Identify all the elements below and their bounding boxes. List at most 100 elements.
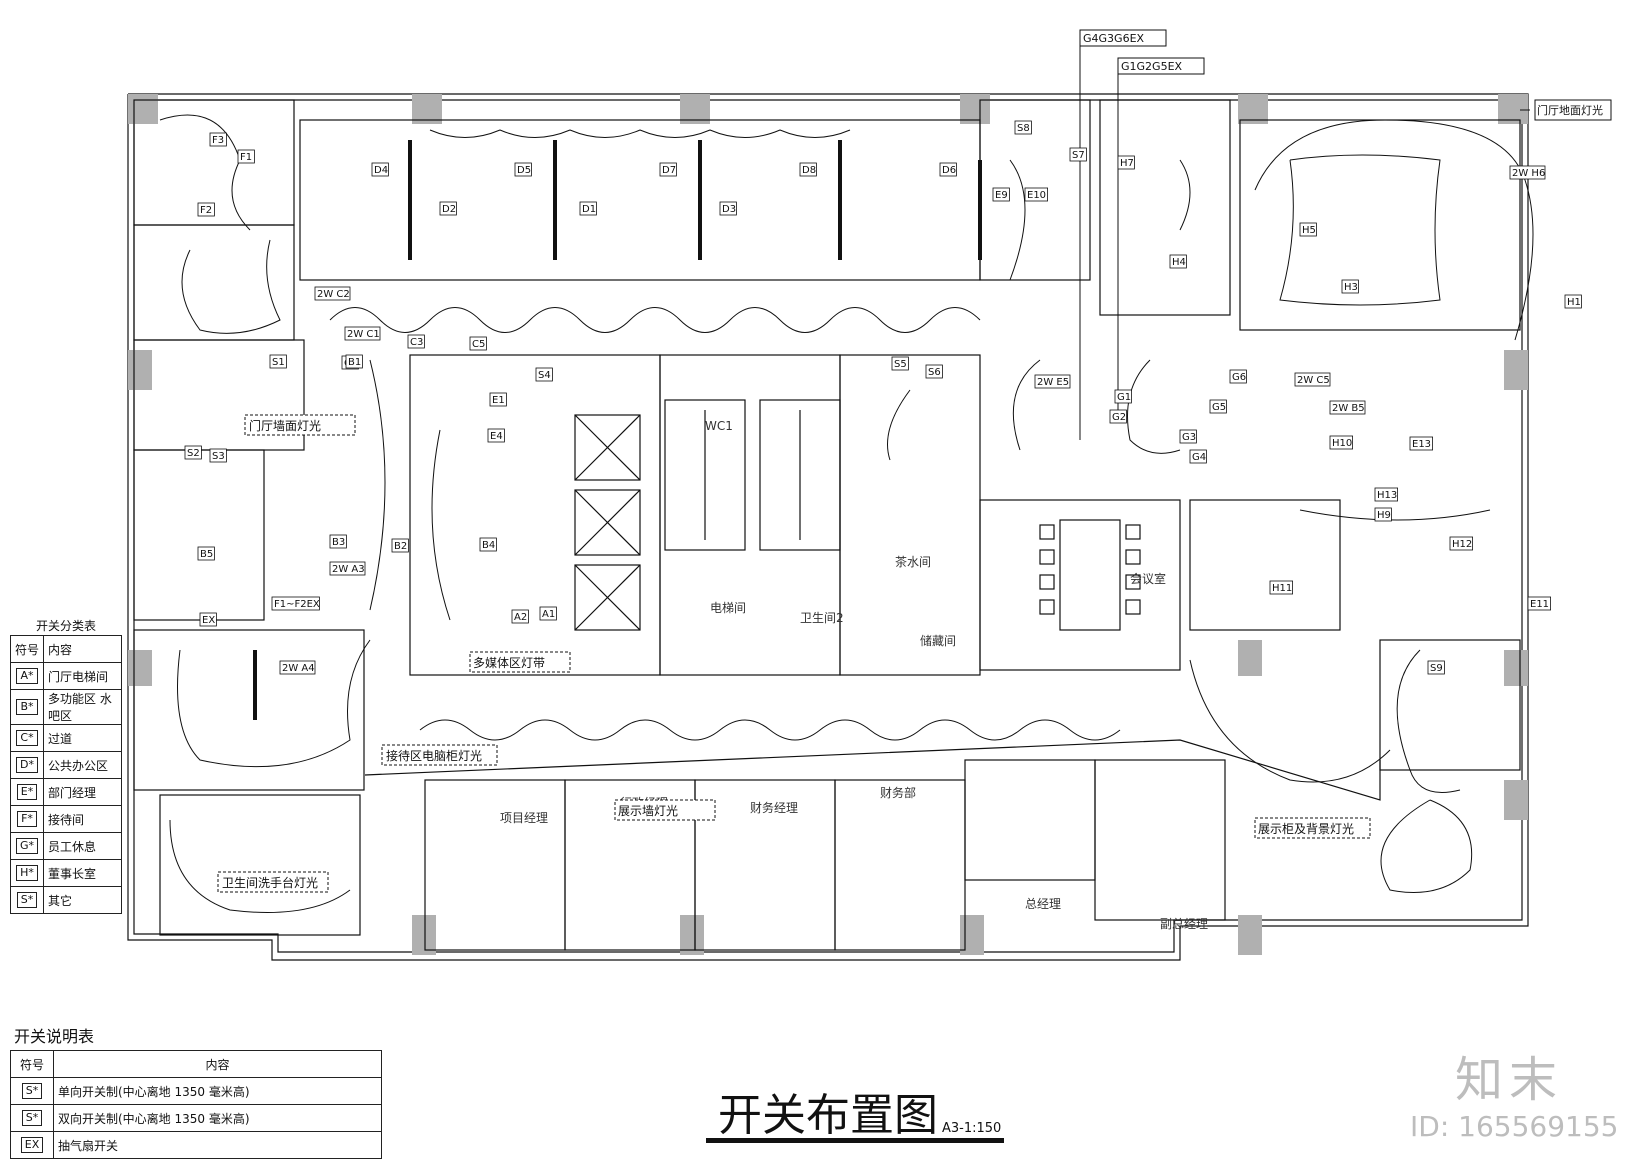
fixture-tag-label: S4: [538, 370, 551, 381]
fixture-tag-box: [1209, 399, 1227, 414]
legend-groups-row: G*员工休息: [9, 832, 122, 860]
legend-groups-symbol-cell: S*: [9, 886, 45, 914]
fixture-tag-box: [1189, 449, 1207, 464]
drawing-scale: A3-1:150: [942, 1121, 1001, 1136]
fixture-tag-box: [1069, 147, 1087, 162]
fixture-tag-box: [1449, 536, 1474, 551]
fixture-tag-label: F3: [212, 135, 224, 146]
fixture-tag-label: C3: [410, 337, 423, 348]
fixture-tag-box: [1169, 254, 1187, 269]
fixture-tag-box: [1014, 120, 1032, 135]
fixture-tag-label: F2: [200, 205, 212, 216]
legend-groups-col-symbol: 符号: [9, 635, 45, 663]
wiring: [159, 114, 1534, 913]
legend-groups-row: C*过道: [9, 724, 122, 752]
fixture-tag-label: G4: [1192, 452, 1206, 463]
fixture-tag-box: [1427, 660, 1445, 675]
fixture-tag-label: D1: [582, 204, 596, 215]
fixture-tag-box: [1374, 487, 1399, 502]
legend-groups-row: D*公共办公区: [9, 751, 122, 779]
room-wc2: 卫生间2: [800, 611, 844, 625]
fixture-tag-box: [1109, 409, 1127, 424]
room-office4: 财务部: [880, 785, 916, 800]
fixture-tag-label: D5: [517, 165, 531, 176]
columns: [128, 94, 1528, 955]
legend-groups-symbol: G*: [15, 838, 39, 854]
legend-groups-content: 董事长室: [43, 859, 122, 887]
room-storage: 储藏间: [920, 633, 956, 648]
fixture-tag-box: [279, 660, 316, 675]
fixture-tag-box: [659, 162, 677, 177]
fixture-tag-box: [514, 162, 532, 177]
fixture-tag-box: [344, 326, 381, 341]
fixture-tag-box: [237, 149, 255, 164]
fixture-tag-box: [209, 448, 227, 463]
fixture-tag-label: D7: [662, 165, 676, 176]
room-pantry: 茶水间: [895, 554, 931, 569]
legend-groups-content: 其它: [43, 886, 122, 914]
fixture-tag-label: H11: [1272, 583, 1292, 594]
fixture-tag-box: [579, 201, 597, 216]
fixture-tag-label: E1: [492, 395, 505, 406]
fixture-tag-label: 2W C1: [347, 329, 380, 340]
fixture-tag-label: S9: [1430, 663, 1443, 674]
fixture-tag-box: [197, 202, 215, 217]
fixture-tag-box: [1034, 374, 1071, 389]
fixture-tag-label: H9: [1377, 510, 1391, 521]
fixture-tag-box: [487, 428, 505, 443]
watermark-id: ID: 165569155: [1410, 1110, 1619, 1143]
fixture-tag-box: [1564, 294, 1582, 309]
legend-groups-content: 员工休息: [43, 832, 122, 860]
legend-groups-symbol-cell: A*: [9, 662, 45, 690]
fixture-tag-label: D8: [802, 165, 816, 176]
fixture-tag-box: [469, 336, 487, 351]
fixture-tag-box: [271, 596, 320, 611]
room-office1: 项目经理: [500, 811, 548, 825]
fixture-tag-box: [1329, 400, 1366, 415]
fixture-tag-box: [371, 162, 389, 177]
fixture-tag-box: [1329, 435, 1354, 450]
legend-groups-symbol: A*: [16, 668, 38, 684]
fixture-tag-label: 2W B5: [1332, 403, 1365, 414]
fixture-tag-label: G3: [1182, 432, 1196, 443]
meeting-table: [1039, 519, 1141, 631]
legend-switch-symbol-cell: S*: [10, 1104, 54, 1132]
fixture-tag-label: S1: [272, 357, 285, 368]
fixture-tag-box: [1294, 372, 1331, 387]
fixture-tag-label: H5: [1302, 225, 1316, 236]
legend-groups-symbol-cell: G*: [9, 832, 45, 860]
fixture-tag-box: [799, 162, 817, 177]
legend-switch-table: 符号 内容 S*单向开关制(中心离地 1350 毫米高)S*双向开关制(中心离地…: [10, 1050, 382, 1159]
legend-groups-content: 部门经理: [43, 778, 122, 806]
legend-groups-col-content: 内容: [43, 635, 122, 663]
fixture-tag-box: [1527, 596, 1552, 611]
legend-groups-row: S*其它: [9, 886, 122, 914]
legend-groups-symbol-cell: E*: [9, 778, 45, 806]
fixture-tag-box: [439, 201, 457, 216]
legend-groups-symbol: F*: [17, 811, 37, 827]
fixture-tag-box: [1114, 389, 1132, 404]
fixture-tag-label: F1~F2EX: [274, 599, 320, 610]
linear-lights: [253, 140, 982, 720]
fixture-tag-label: D2: [442, 204, 456, 215]
legend-groups-symbol-cell: D*: [9, 751, 45, 779]
fixture-tag-label: D6: [942, 165, 956, 176]
watermark-logo: 知末: [1455, 1052, 1564, 1108]
legend-switch-content: 双向开关制(中心离地 1350 毫米高): [53, 1104, 382, 1132]
legend-groups-row: H*董事长室: [9, 859, 122, 887]
callout-c2: 卫生间洗手台灯光: [222, 875, 318, 890]
legend-groups-row: A*门厅电梯间: [9, 662, 122, 690]
legend-switch-symbol-cell: S*: [10, 1077, 54, 1105]
legend-switch-symbol: S*: [21, 1083, 43, 1099]
legend-groups-symbol-cell: C*: [9, 724, 45, 752]
fixture-tag-label: EX: [202, 615, 215, 626]
legend-switch-col-content: 内容: [53, 1050, 382, 1078]
fixture-tag-label: B3: [332, 537, 345, 548]
fixture-tag-label: S5: [894, 359, 907, 370]
fixture-tag-label: C5: [472, 339, 485, 350]
legend-switch-title: 开关说明表: [14, 1027, 95, 1046]
legend-groups-symbol: B*: [16, 699, 38, 715]
fixture-tag-box: [939, 162, 957, 177]
legend-groups-symbol-cell: F*: [9, 805, 45, 833]
